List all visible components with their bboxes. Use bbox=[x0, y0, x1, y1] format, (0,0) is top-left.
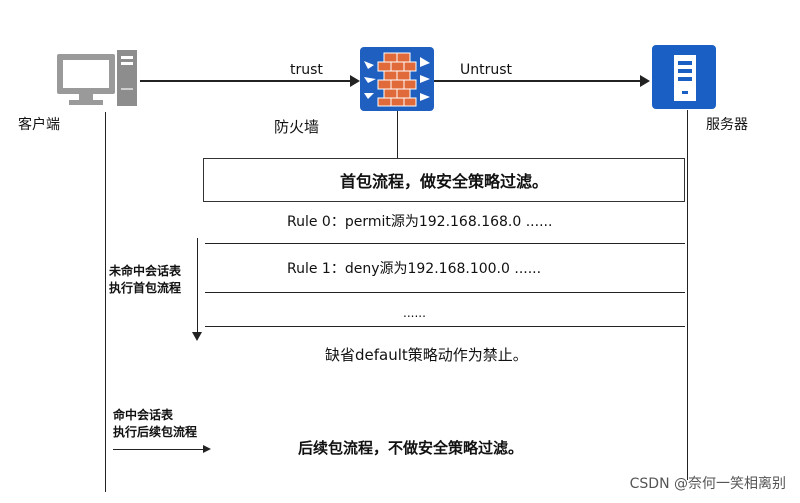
watermark: CSDN @奈何一笑相离别 bbox=[629, 476, 786, 492]
first-packet-text: 首包流程，做安全策略过滤。 bbox=[339, 172, 548, 191]
untrust-label: Untrust bbox=[460, 62, 513, 78]
server-timeline bbox=[687, 110, 688, 480]
client-timeline bbox=[105, 112, 106, 492]
arrowhead-icon bbox=[203, 445, 211, 453]
miss-note-line: 执行首包流程 bbox=[109, 281, 182, 295]
server-icon bbox=[652, 45, 716, 109]
untrust-link bbox=[434, 80, 642, 82]
firewall-label: 防火墙 bbox=[274, 118, 320, 136]
hit-note: 命中会话表 执行后续包流程 bbox=[113, 407, 197, 441]
first-packet-box: 首包流程，做安全策略过滤。 bbox=[203, 158, 685, 202]
hit-note-line: 命中会话表 bbox=[113, 408, 174, 422]
rule-divider bbox=[205, 292, 685, 293]
miss-note: 未命中会话表 执行首包流程 bbox=[109, 263, 181, 297]
firewall-icon bbox=[360, 47, 434, 111]
miss-flow-line bbox=[197, 238, 198, 333]
computer-icon bbox=[55, 48, 140, 110]
subsequent-packet-text: 后续包流程，不做安全策略过滤。 bbox=[298, 439, 524, 457]
trust-label: trust bbox=[290, 62, 323, 78]
server-label: 服务器 bbox=[706, 117, 748, 133]
client-label: 客户端 bbox=[18, 117, 60, 133]
rule-ellipsis: ...... bbox=[403, 306, 426, 320]
rule-0: Rule 0：permit源为192.168.168.0 ...... bbox=[287, 214, 553, 230]
firewall-drop-line bbox=[397, 111, 398, 158]
arrowhead-icon bbox=[192, 332, 202, 341]
arrowhead-icon bbox=[640, 75, 650, 87]
rule-divider bbox=[205, 326, 685, 327]
trust-link bbox=[140, 80, 352, 82]
hit-note-line: 执行后续包流程 bbox=[113, 425, 198, 439]
miss-note-line: 未命中会话表 bbox=[109, 264, 182, 278]
hit-flow-line bbox=[113, 449, 205, 450]
rule-1: Rule 1：deny源为192.168.100.0 ...... bbox=[287, 261, 542, 277]
rule-divider bbox=[205, 243, 685, 244]
arrowhead-icon bbox=[350, 75, 360, 87]
default-rule: 缺省default策略动作为禁止。 bbox=[325, 346, 528, 364]
